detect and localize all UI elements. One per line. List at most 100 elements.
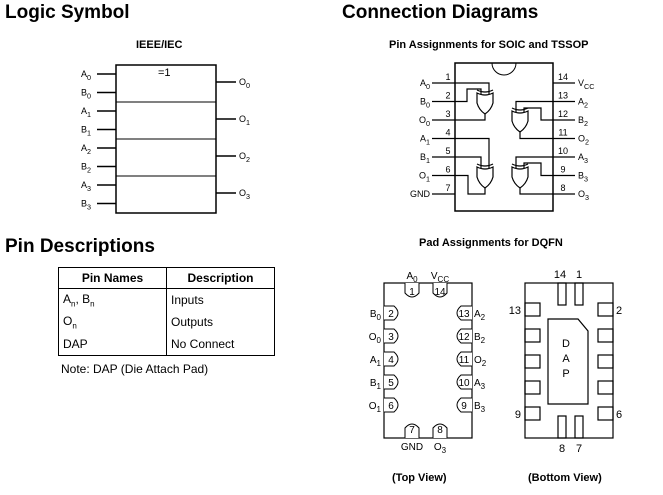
left-pad [524,354,541,369]
pad-number: 2 [616,305,622,317]
pad-signal-label: B1 [370,378,382,391]
right-pad [597,328,614,343]
left-pad [384,351,399,367]
left-pad [384,397,399,413]
table-header-row: Pin Names Description [58,267,275,289]
xor-gate-icon [476,166,494,189]
soic-pin-label: O1 [419,171,430,184]
xor-gate-icon [511,166,529,189]
header-pin-names: Pin Names [58,267,167,289]
soic-pin-number: 13 [558,91,568,101]
soic-pin-number: 7 [445,183,450,193]
top-pad [432,283,448,298]
soic-pin-label: O0 [419,115,430,128]
right-pad [456,374,472,390]
right-pad [456,397,472,413]
xor-gate-arc [511,163,529,167]
right-pad [456,351,472,367]
top-pad [404,283,420,298]
internal-wire [455,137,490,168]
output-label: O1 [239,114,250,127]
xor-gate-arc [511,107,529,111]
pad-number: 1 [576,269,582,281]
xor-function-label: =1 [158,67,171,79]
left-pad [524,302,541,317]
soic-pin-number: 9 [560,165,565,175]
pad-number: 4 [388,355,394,366]
left-pad [524,380,541,395]
bottom-pad [404,423,420,438]
bottom-pad [557,415,567,439]
soic-pin-number: 14 [558,72,568,82]
dap-label: D [562,338,570,350]
input-label: A3 [81,180,91,193]
pad-number: 12 [458,332,470,343]
xor-gate-icon [476,92,494,115]
left-pad [524,328,541,343]
soic-package [454,62,554,212]
soic-pin-label: A1 [420,134,430,147]
pin-descriptions-heading: Pin Descriptions [5,236,155,257]
bottom-pad [574,415,584,439]
dap-label: P [562,368,569,380]
top-view-caption: (Top View) [392,472,447,484]
pad-number: 7 [409,425,415,436]
internal-wire [455,156,482,168]
internal-wire [515,156,553,168]
pin-name-cell: An, Bn [58,288,167,311]
top-pad [574,282,584,306]
soic-pin-number: 5 [445,146,450,156]
pad-number: 2 [388,309,394,320]
pin1-notch [491,62,517,76]
soic-pin-number: 8 [560,183,565,193]
input-label: B1 [81,125,91,138]
xor-gate-arc [476,163,494,167]
pad-number: 13 [509,305,521,317]
pad-number: 14 [554,269,566,281]
soic-pin-number: 2 [445,91,450,101]
soic-pin-label: B3 [578,171,588,184]
pad-number: 9 [461,401,467,412]
soic-pin-label: O3 [578,189,589,202]
logic-symbol-heading: Logic Symbol [5,2,130,23]
input-label: A2 [81,143,91,156]
pad-number: 6 [616,409,622,421]
pad-signal-label: O2 [474,355,487,368]
bottom-pad [432,423,448,438]
internal-wire [455,82,490,94]
pad-number: 11 [459,355,470,366]
input-label: B2 [81,162,91,175]
soic-pin-number: 4 [445,128,450,138]
left-pad [384,328,399,344]
right-pad [597,380,614,395]
xor-gate-icon [511,110,529,133]
input-label: A0 [81,69,91,82]
description-cell: Outputs [166,311,275,333]
left-pad [524,406,541,421]
dqfn-title: Pad Assignments for DQFN [419,237,563,249]
soic-pin-label: B2 [578,115,588,128]
pad-signal-label: A2 [474,309,486,322]
pad-signal-label: O0 [369,332,382,345]
pad-signal-label: B2 [474,332,486,345]
dap-label: A [562,353,570,365]
pad-signal-label: VCC [431,271,449,284]
soic-title: Pin Assignments for SOIC and TSSOP [389,39,589,51]
output-label: O0 [239,77,250,90]
input-label: A1 [81,106,91,119]
pad-signal-label: A0 [406,271,418,284]
soic-pin-label: B0 [420,97,430,110]
internal-wire [523,162,553,177]
right-pad [597,354,614,369]
pad-number: 13 [458,309,470,320]
pad-number: 8 [437,425,443,436]
soic-pin-label: O2 [578,134,589,147]
soic-pin-label: A0 [420,78,430,91]
pad-number: 5 [388,378,394,389]
